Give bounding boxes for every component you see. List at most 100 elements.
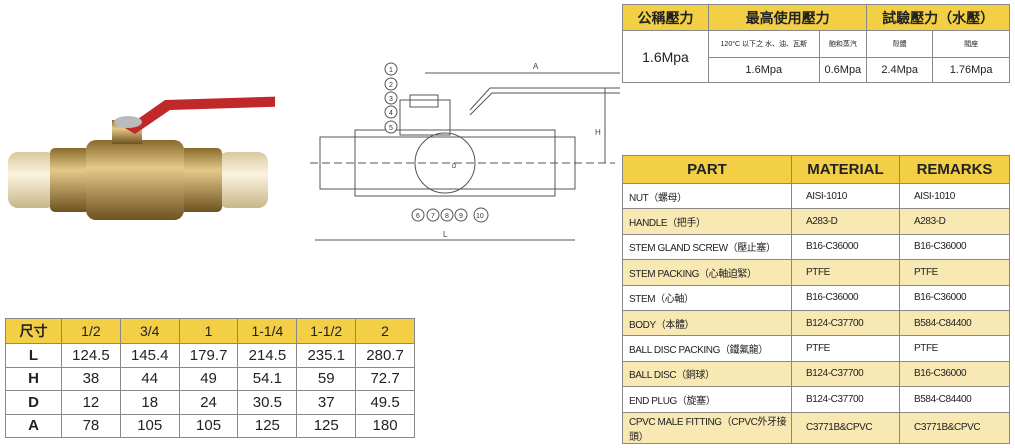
svg-text:9: 9 [459, 213, 463, 220]
material-cell: PTFE [791, 259, 900, 286]
header-max-working-pressure: 最高使用壓力 [707, 4, 868, 31]
dim-d-label: D [452, 164, 457, 170]
dimension-value: 235.1 [296, 343, 357, 368]
callout-1: 1 [384, 62, 398, 76]
dim-h-label: H [595, 128, 601, 137]
dimension-value: 125 [296, 413, 357, 438]
dimension-value: 179.7 [178, 343, 239, 368]
header-size-2: 3/4 [119, 318, 180, 344]
pressure-value: 0.6Mpa [818, 57, 868, 83]
part-cell: NUT（螺母） [622, 182, 792, 210]
dimension-value: 105 [178, 413, 239, 438]
header-material: MATERIAL [791, 155, 900, 184]
svg-text:6: 6 [416, 213, 420, 220]
dim-a-label: A [533, 62, 539, 71]
header-size-3: 1 [178, 318, 239, 344]
pressure-value: 1.76Mpa [932, 57, 1010, 83]
part-cell: CPVC MALE FITTING（CPVC外牙接頭） [622, 411, 792, 444]
remarks-cell: A283-D [899, 208, 1010, 235]
dimension-value: 78 [61, 413, 121, 438]
part-cell: STEM（心軸） [622, 284, 792, 311]
dimension-value: 145.4 [119, 343, 180, 368]
remarks-cell: C3771B&CPVC [899, 411, 1010, 444]
dimension-value: 38 [61, 366, 121, 391]
part-cell: STEM PACKING（心軸迫緊） [622, 259, 792, 286]
material-cell: AISI-1010 [791, 182, 900, 210]
svg-text:8: 8 [445, 213, 449, 220]
header-size-4: 1-1/4 [237, 318, 298, 344]
dimension-value: 125 [237, 413, 298, 438]
callout-2: 2 [384, 77, 398, 91]
svg-text:2: 2 [389, 82, 393, 89]
dimension-value: 124.5 [61, 343, 121, 368]
dimension-label: L [5, 343, 62, 368]
dimension-value: 24 [178, 390, 239, 415]
callout-8: 8 [440, 208, 454, 222]
pressure-table: 公稱壓力 最高使用壓力 試驗壓力（水壓） 1.6Mpa 120°C 以下之 水、… [622, 4, 1010, 83]
material-cell: B16-C36000 [791, 233, 900, 261]
valve-photo [8, 96, 275, 220]
dimension-value: 49 [178, 366, 239, 391]
sub-header-saturated-steam: 飽和蒸汽 [818, 30, 868, 58]
dimension-label: A [5, 413, 62, 438]
pressure-value: 2.4Mpa [866, 57, 934, 83]
valve-section-drawing: A H L 1 2 3 4 5 6 7 8 9 10 D [310, 62, 620, 241]
remarks-cell: B584-C84400 [899, 386, 1010, 413]
dimension-label: D [5, 390, 62, 415]
nominal-pressure-value: 1.6Mpa [622, 30, 709, 83]
remarks-cell: B16-C36000 [899, 284, 1010, 311]
material-cell: B16-C36000 [791, 284, 900, 311]
part-cell: BODY（本體） [622, 309, 792, 337]
svg-text:10: 10 [476, 213, 484, 220]
header-size-5: 1-1/2 [296, 318, 357, 344]
remarks-cell: B16-C36000 [899, 360, 1010, 388]
callout-3: 3 [384, 91, 398, 105]
remarks-cell: B584-C84400 [899, 309, 1010, 337]
callout-5: 5 [384, 120, 398, 134]
svg-text:5: 5 [389, 125, 393, 132]
pressure-value: 1.6Mpa [708, 57, 820, 83]
remarks-cell: B16-C36000 [899, 233, 1010, 261]
sub-header-seat: 閥座 [932, 30, 1010, 58]
dimension-value: 59 [296, 366, 357, 391]
dimension-value: 49.5 [355, 390, 415, 415]
header-nominal-pressure: 公稱壓力 [622, 4, 709, 31]
material-cell: B124-C37700 [791, 309, 900, 337]
dimension-label: H [5, 366, 62, 391]
svg-text:4: 4 [389, 110, 393, 117]
sub-header-water-oil-gas: 120°C 以下之 水、油、瓦斯 [708, 30, 820, 58]
part-cell: BALL DISC（銅球） [622, 360, 792, 388]
svg-text:1: 1 [389, 67, 393, 74]
material-cell: C3771B&CPVC [791, 411, 900, 444]
header-part: PART [622, 155, 792, 184]
dimension-value: 180 [355, 413, 415, 438]
dimension-value: 12 [61, 390, 121, 415]
material-cell: A283-D [791, 208, 900, 235]
dimension-value: 44 [119, 366, 180, 391]
dimension-value: 30.5 [237, 390, 298, 415]
sub-header-shell: 殼體 [866, 30, 934, 58]
part-cell: END PLUG（旋塞） [622, 386, 792, 413]
remarks-cell: PTFE [899, 259, 1010, 286]
part-cell: HANDLE（把手） [622, 208, 792, 235]
dimension-value: 105 [119, 413, 180, 438]
part-cell: BALL DISC PACKING（鐵氟龍） [622, 335, 792, 362]
header-size-6: 2 [355, 318, 415, 344]
dimension-value: 54.1 [237, 366, 298, 391]
dimension-value: 214.5 [237, 343, 298, 368]
